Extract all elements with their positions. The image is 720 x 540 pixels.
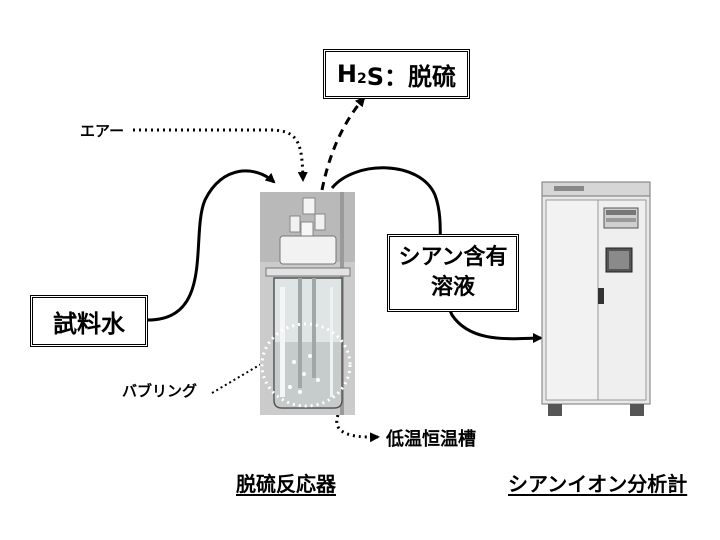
reactor-photo [260,192,355,415]
cyanide-line2: 溶液 [430,275,475,300]
cyanide-line1: シアン含有 [398,245,508,270]
air-arrow [133,128,308,182]
h2s-prefix: H [336,60,358,88]
bath-arrow [335,414,380,443]
cyanide-solution-box: シアン含有 溶液 [387,234,519,312]
h2s-rest: S：脱硫 [366,62,457,91]
cyanide-analyzer-photo [538,178,656,418]
h2s-subscript: 2 [357,71,367,87]
bubbling-pointer [211,359,269,394]
sample-to-reactor-arrow [147,169,276,322]
bubbling-label: バブリング [122,382,198,400]
bubbling-highlight-circle [260,322,352,408]
sample-water-box: 試料水 [30,295,148,347]
sample-water-label: 試料水 [53,309,125,338]
analyzer-caption: シアンイオン分析計 [508,472,688,496]
reactor-caption: 脱硫反応器 [236,472,336,496]
h2s-arrow [320,96,366,191]
air-label: エアー [80,122,125,140]
cold-bath-label: 低温恒温槽 [386,429,476,450]
